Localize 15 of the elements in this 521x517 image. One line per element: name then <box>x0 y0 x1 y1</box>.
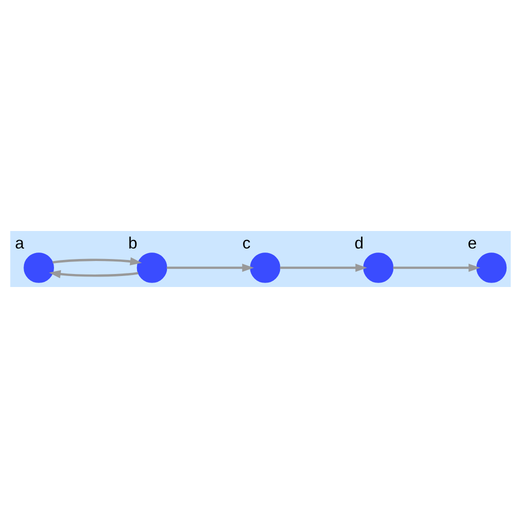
arrow <box>52 256 142 265</box>
arrow <box>393 263 480 272</box>
node-label: d <box>354 234 364 252</box>
node-circle <box>363 252 394 282</box>
node-circle <box>250 252 280 282</box>
node-label: c <box>242 234 251 252</box>
node-circle <box>24 252 54 282</box>
arrow <box>166 263 254 272</box>
arrow <box>48 270 138 278</box>
node-circle <box>476 252 507 282</box>
arrow <box>280 263 368 272</box>
node-label: e <box>468 234 477 252</box>
node-label: a <box>15 234 24 252</box>
node-circle <box>136 252 168 282</box>
node-label: b <box>128 234 138 252</box>
